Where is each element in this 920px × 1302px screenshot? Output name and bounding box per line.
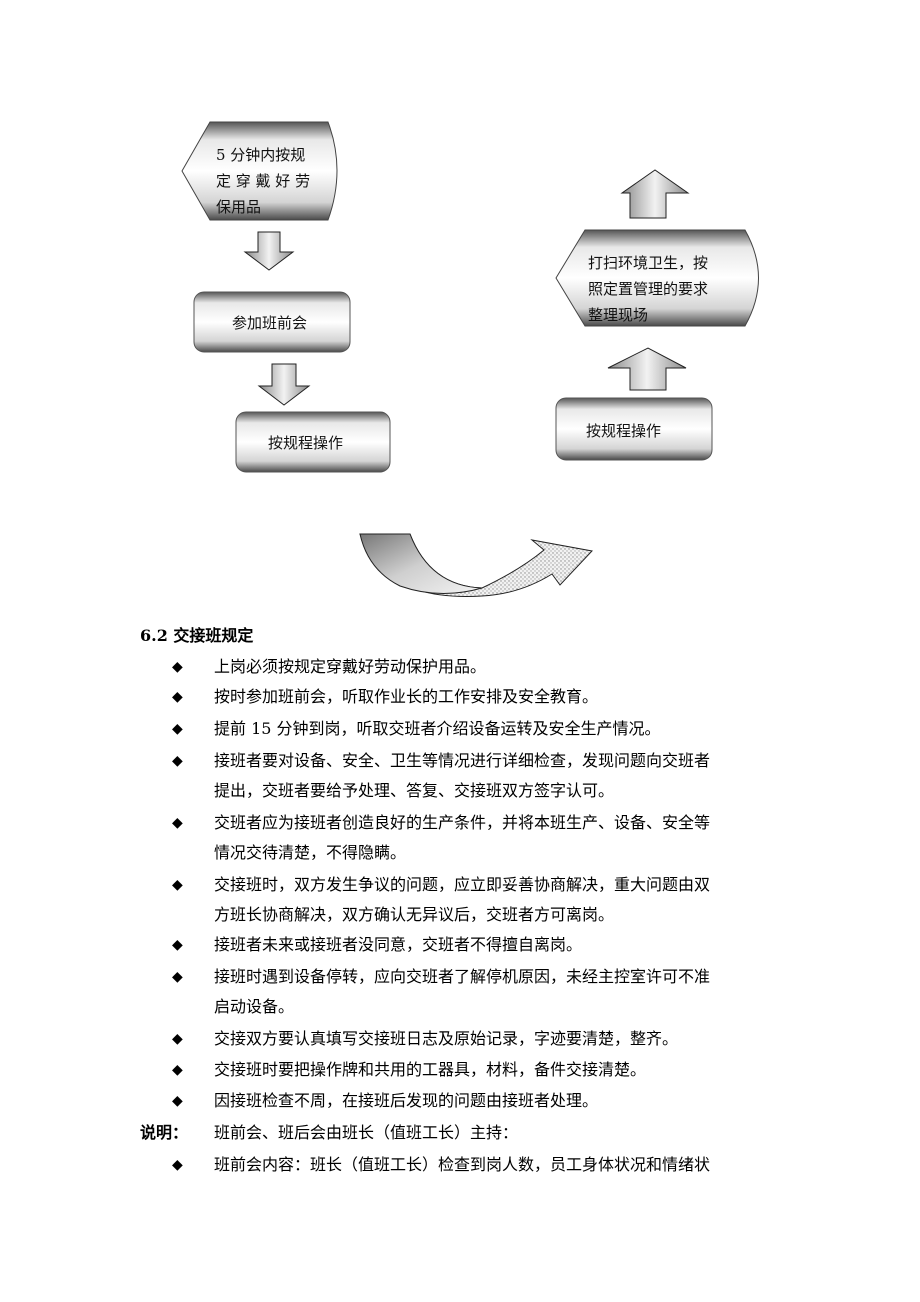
diamond-bullet-icon: ◆ xyxy=(172,937,183,953)
diamond-bullet-icon: ◆ xyxy=(172,689,183,705)
list-item-text: 提前 15 分钟到岗，听取交班者介绍设备运转及安全生产情况。 xyxy=(214,719,661,738)
list-item-text: 接班者未来或接班者没同意，交班者不得擅自离岗。 xyxy=(214,935,583,954)
diamond-bullet-icon: ◆ xyxy=(172,969,183,985)
flow-label-line: 定 穿 戴 好 劳 xyxy=(216,172,311,190)
flow-label-line: 照定置管理的要求 xyxy=(588,280,709,298)
flow-label-ppe: 5 分钟内按规 定 穿 戴 好 劳 保用品 xyxy=(216,142,310,220)
list-item-text: 接班者要对设备、安全、卫生等情况进行详细检查，发现问题向交班者 xyxy=(214,751,711,770)
diamond-bullet-icon: ◆ xyxy=(172,659,183,675)
list-item-text: 班前会内容：班长（值班工长）检查到岗人数，员工身体状况和情绪状 xyxy=(214,1155,711,1174)
diamond-bullet-icon: ◆ xyxy=(172,1093,183,1109)
diamond-bullet-icon: ◆ xyxy=(172,1157,183,1173)
list-item-text: 提出，交班者要给予处理、答复、交接班双方签字认可。 xyxy=(214,781,615,800)
arrow-down-icon xyxy=(257,363,311,406)
list-item-text: 启动设备。 xyxy=(214,997,295,1016)
diamond-bullet-icon: ◆ xyxy=(172,877,183,893)
flow-shape-operate-right xyxy=(555,397,713,461)
list-item-text: 按时参加班前会，听取作业长的工作安排及安全教育。 xyxy=(214,687,599,706)
diamond-bullet-icon: ◆ xyxy=(172,815,183,831)
flow-label-cleanup: 打扫环境卫生，按 照定置管理的要求 整理现场 xyxy=(588,250,708,328)
list-item-text: 交接班时要把操作牌和共用的工器具，材料，备件交接清楚。 xyxy=(214,1060,647,1079)
arrow-up-icon xyxy=(620,169,690,219)
flow-label-line: 打扫环境卫生，按 xyxy=(588,254,709,272)
flow-label-line: 5 分钟内按规 xyxy=(216,146,306,164)
diamond-bullet-icon: ◆ xyxy=(172,1062,183,1078)
arrow-up-icon xyxy=(607,347,687,391)
list-item-text: 情况交待清楚，不得隐瞒。 xyxy=(214,843,407,862)
list-item-text: 交接班时，双方发生争议的问题，应立即妥善协商解决，重大问题由双 xyxy=(214,875,711,894)
list-item-text: 上岗必须按规定穿戴好劳动保护用品。 xyxy=(214,657,487,676)
flow-shape-operate-left xyxy=(235,411,391,473)
list-item-text: 方班长协商解决，双方确认无异议后，交班者方可离岗。 xyxy=(214,905,615,924)
flow-label-operate-right: 按规程操作 xyxy=(586,422,662,440)
flow-shape-cleanup xyxy=(555,229,759,327)
list-item-text: 接班时遇到设备停转，应向交班者了解停机原因，未经主控室许可不准 xyxy=(214,967,711,986)
diamond-bullet-icon: ◆ xyxy=(172,1031,183,1047)
arrow-down-icon xyxy=(243,231,295,271)
flow-shape-ppe xyxy=(181,121,338,221)
flow-label-meeting: 参加班前会 xyxy=(232,314,308,332)
flow-label-line: 整理现场 xyxy=(588,306,649,324)
flow-label-operate-left: 按规程操作 xyxy=(268,434,344,452)
list-item-text: 因接班检查不周，在接班后发现的问题由接班者处理。 xyxy=(214,1091,599,1110)
diamond-bullet-icon: ◆ xyxy=(172,721,183,737)
curved-arrow-shade xyxy=(359,533,483,594)
section-heading: 6.2 交接班规定 xyxy=(140,626,254,645)
flowchart xyxy=(181,121,759,597)
note-text: 班前会、班后会由班长（值班工长）主持： xyxy=(214,1123,519,1142)
diamond-bullet-icon: ◆ xyxy=(172,753,183,769)
list-item-text: 交班者应为接班者创造良好的生产条件，并将本班生产、设备、安全等 xyxy=(214,813,711,832)
flow-label-line: 保用品 xyxy=(216,198,262,216)
note-label: 说明： xyxy=(140,1123,189,1142)
flow-shape-meeting xyxy=(193,291,351,353)
list-item-text: 交接双方要认真填写交接班日志及原始记录，字迹要清楚，整齐。 xyxy=(214,1029,679,1048)
